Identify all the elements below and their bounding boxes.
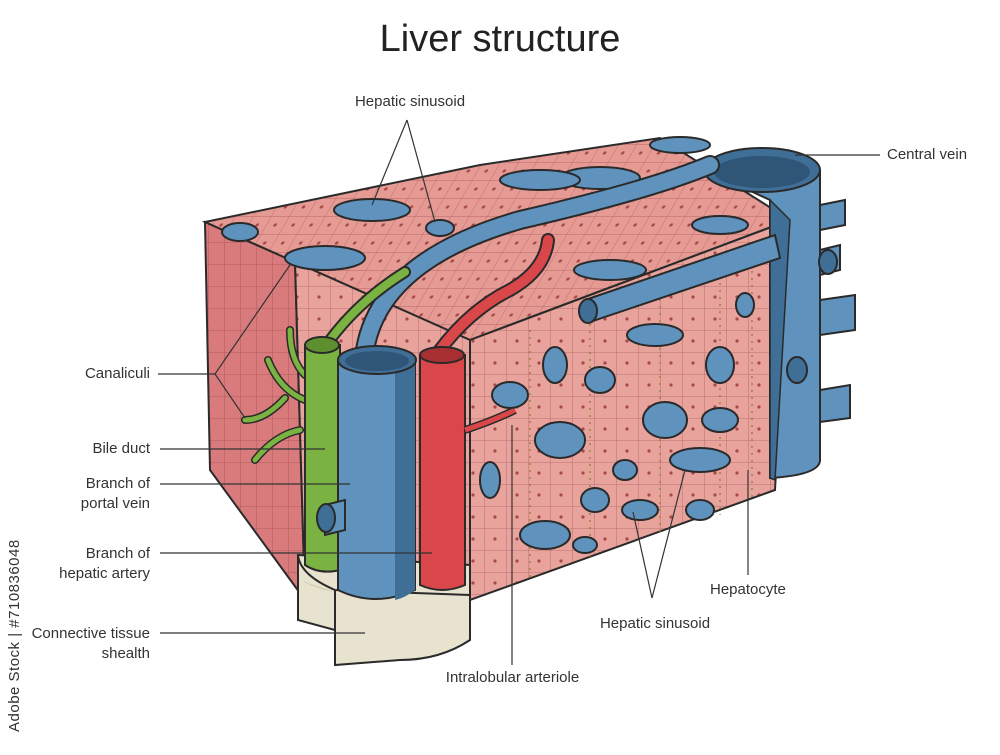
label-hepatic-artery-line2: hepatic artery <box>59 565 150 582</box>
label-portal-vein-line2: portal vein <box>80 495 150 512</box>
diagram-title: Liver structure <box>379 18 621 60</box>
front-sinusoids <box>479 292 755 554</box>
hepatic-artery-vessel <box>419 346 517 591</box>
label-bile-duct: Bile duct <box>92 440 150 457</box>
canaliculi-branches <box>241 326 309 464</box>
label-hepatocyte: Hepatocyte <box>710 581 786 598</box>
stock-watermark: Adobe Stock | #710836048 <box>6 539 23 732</box>
leader-lines <box>158 119 880 665</box>
tissue-left-face <box>203 220 307 604</box>
bile-duct-vessel <box>304 336 341 573</box>
label-connective-tissue-line2: shealth <box>101 645 150 662</box>
label-hepatic-sinusoid-bottom: Hepatic sinusoid <box>599 615 711 632</box>
central-vein <box>703 147 856 482</box>
portal-vein-vessel <box>316 345 417 600</box>
label-portal-vein-line1: Branch of <box>85 475 150 492</box>
label-intralobular-arteriole: Intralobular arteriole <box>445 669 580 686</box>
top-sinusoids <box>221 136 749 281</box>
label-hepatic-artery-line1: Branch of <box>85 545 150 562</box>
label-connective-tissue-line1: Connective tissue <box>31 625 150 642</box>
label-canaliculi: Canaliculi <box>84 365 150 382</box>
label-central-vein: Central vein <box>887 146 968 163</box>
hepatocyte-cords <box>529 250 753 580</box>
label-hepatic-sinusoid-top: Hepatic sinusoid <box>354 93 466 110</box>
